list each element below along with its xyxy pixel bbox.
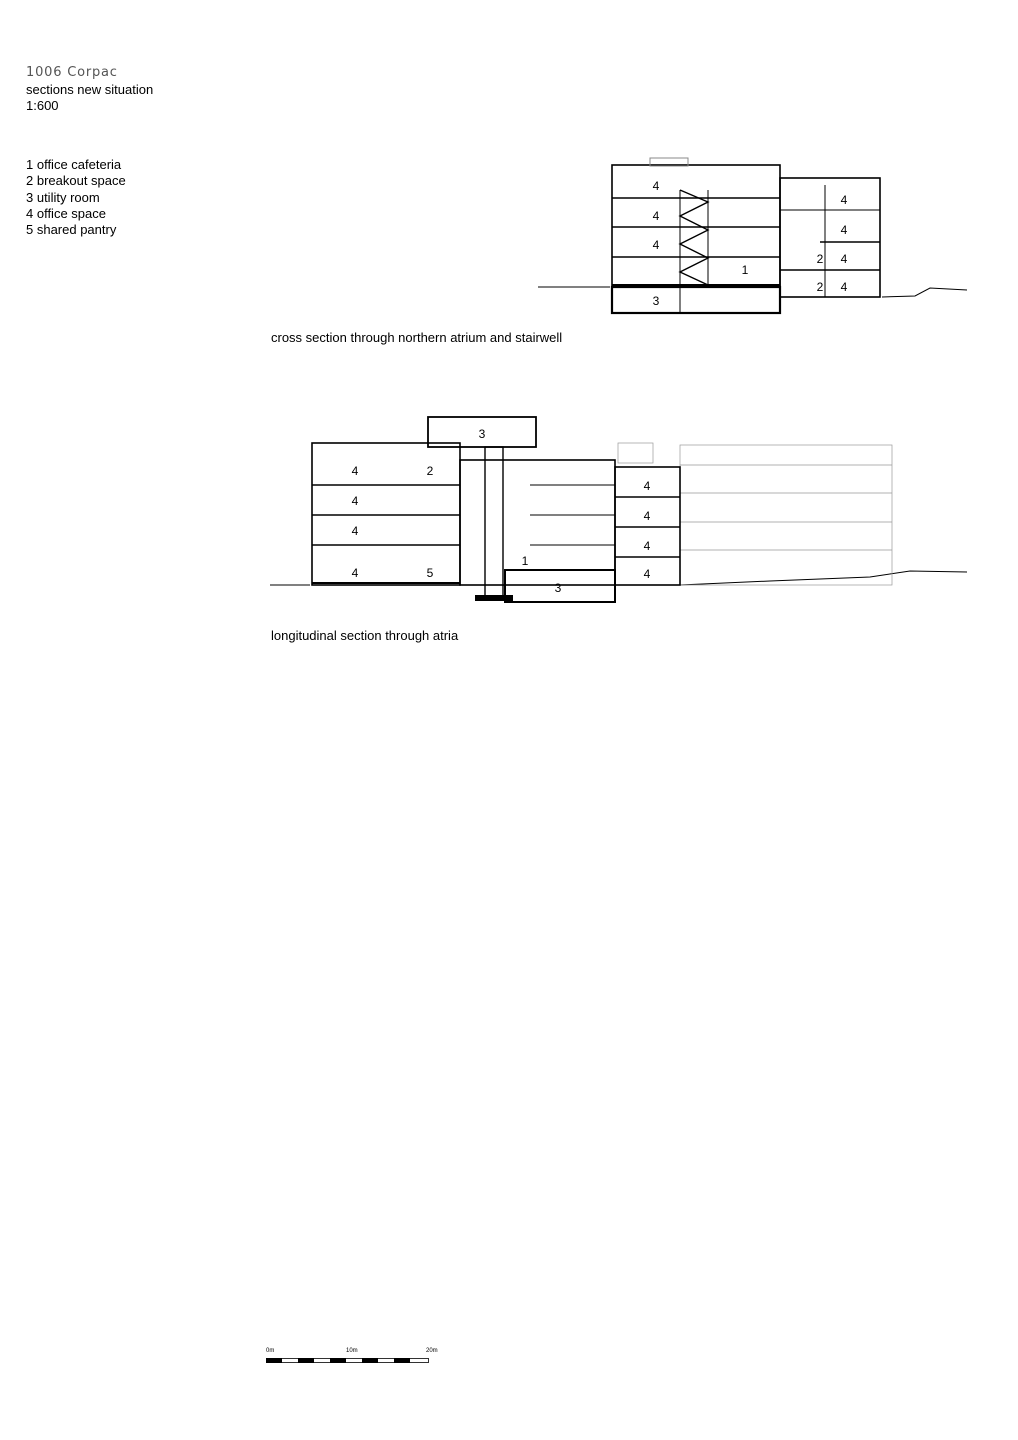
room-label: 4 <box>644 539 651 553</box>
room-label: 2 <box>427 464 434 478</box>
room-label: 4 <box>653 209 660 223</box>
scale-bar-graphic <box>266 1358 429 1363</box>
scale-label: 0m <box>266 1348 275 1354</box>
scale-label: 10m <box>346 1348 358 1354</box>
room-label: 4 <box>841 223 848 237</box>
cross-section-caption: cross section through northern atrium an… <box>271 330 563 345</box>
drawing-subtitle: sections new situation <box>26 82 154 97</box>
building-outline <box>459 459 616 586</box>
room-legend: 1 office cafeteria 2 breakout space 3 ut… <box>26 157 126 238</box>
room-label: 2 <box>817 252 824 266</box>
ground-line <box>881 287 968 298</box>
room-label: 2 <box>817 280 824 294</box>
room-label: 4 <box>653 179 660 193</box>
legend-item: 4 office space <box>26 205 106 221</box>
room-label: 3 <box>479 427 486 441</box>
stair <box>678 189 710 286</box>
elevation-outline <box>617 442 893 586</box>
room-label: 3 <box>653 294 660 308</box>
room-label: 4 <box>644 509 651 523</box>
building-outline <box>611 164 781 288</box>
room-label: 4 <box>841 280 848 294</box>
legend-item: 5 shared pantry <box>26 222 117 238</box>
roof-structure <box>427 416 537 448</box>
longitudinal-section-caption: longitudinal section through atria <box>271 628 459 643</box>
building-outline <box>614 466 681 586</box>
building-outline <box>311 442 461 586</box>
roof-structure <box>649 157 689 167</box>
room-label: 4 <box>841 252 848 266</box>
ground-line <box>679 570 968 586</box>
building-outline <box>779 177 881 298</box>
scale-label: 20m <box>426 1348 438 1354</box>
room-label: 4 <box>352 524 359 538</box>
basement <box>610 285 782 315</box>
legend-item: 1 office cafeteria <box>26 157 122 172</box>
room-label: 4 <box>841 193 848 207</box>
legend-item: 3 utility room <box>26 189 100 205</box>
room-label: 4 <box>352 464 359 478</box>
room-label: 3 <box>555 581 562 595</box>
room-label: 4 <box>644 479 651 493</box>
room-label: 4 <box>352 566 359 580</box>
cross-section-drawing: 4 4 4 1 3 4 4 2 4 2 4 <box>538 157 968 315</box>
drawing-title: 1006 Corpac <box>26 65 118 80</box>
room-label: 1 <box>742 263 749 277</box>
room-label: 5 <box>427 566 434 580</box>
basement <box>504 569 616 603</box>
scale-bar: 0m 10m 20m <box>266 1348 438 1364</box>
room-label: 4 <box>644 567 651 581</box>
drawing-scale: 1:600 <box>26 98 59 113</box>
room-label: 4 <box>653 238 660 252</box>
room-label: 4 <box>352 494 359 508</box>
elevator-shaft <box>484 446 504 598</box>
room-label: 1 <box>522 554 529 568</box>
longitudinal-section-drawing: 3 4 2 4 4 4 5 1 3 4 4 4 4 <box>270 416 968 603</box>
legend-item: 2 breakout space <box>26 173 126 189</box>
